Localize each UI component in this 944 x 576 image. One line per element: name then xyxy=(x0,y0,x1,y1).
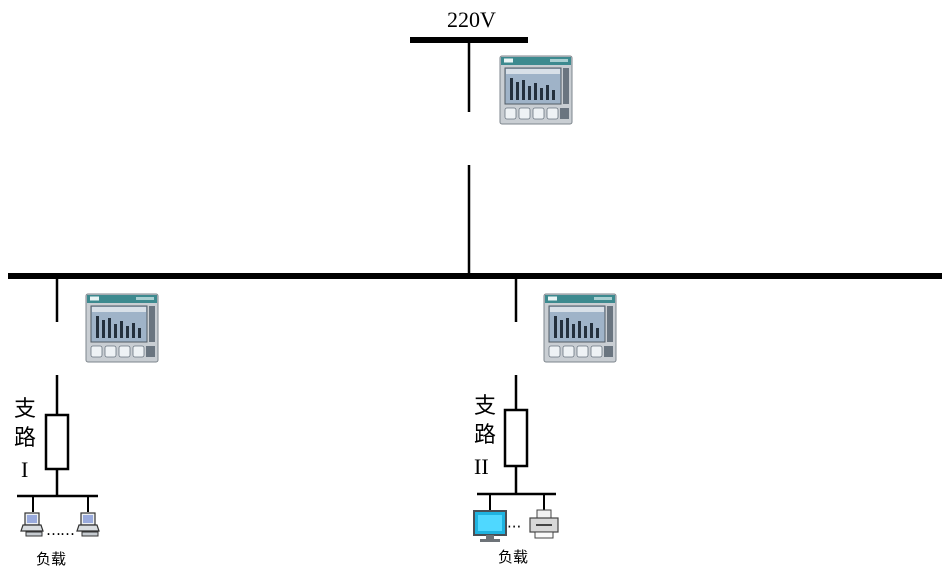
printer-icon xyxy=(529,509,559,539)
branch-1-label-numeral: I xyxy=(21,457,29,482)
branch-2-label-char-1: 支 xyxy=(474,394,497,419)
branch-2-load-ellipsis: ··· xyxy=(507,518,522,536)
computer-icon xyxy=(20,512,44,537)
branch-2-label-numeral: II xyxy=(474,454,489,479)
branch-1-load-label: 负载 xyxy=(36,550,67,568)
meter-branch-2 xyxy=(543,293,617,363)
monitor-icon xyxy=(473,510,507,542)
branch-1-label-char-2: 路 xyxy=(14,426,37,451)
branch-2-fuse xyxy=(503,408,529,468)
branch-1-label-char-1: 支 xyxy=(14,397,37,422)
meter-branch-1 xyxy=(85,293,159,363)
branch-2-label-char-2: 路 xyxy=(474,423,497,448)
branch-1-fuse xyxy=(44,413,70,471)
computer-icon xyxy=(76,512,100,537)
supply-bar xyxy=(410,37,528,43)
supply-voltage-label: 220V xyxy=(447,7,496,32)
meter-supply xyxy=(499,55,573,125)
main-busbar xyxy=(8,273,942,279)
branch-2-load-label: 负载 xyxy=(498,548,529,566)
branch-1-load-ellipsis: …… xyxy=(46,521,75,539)
